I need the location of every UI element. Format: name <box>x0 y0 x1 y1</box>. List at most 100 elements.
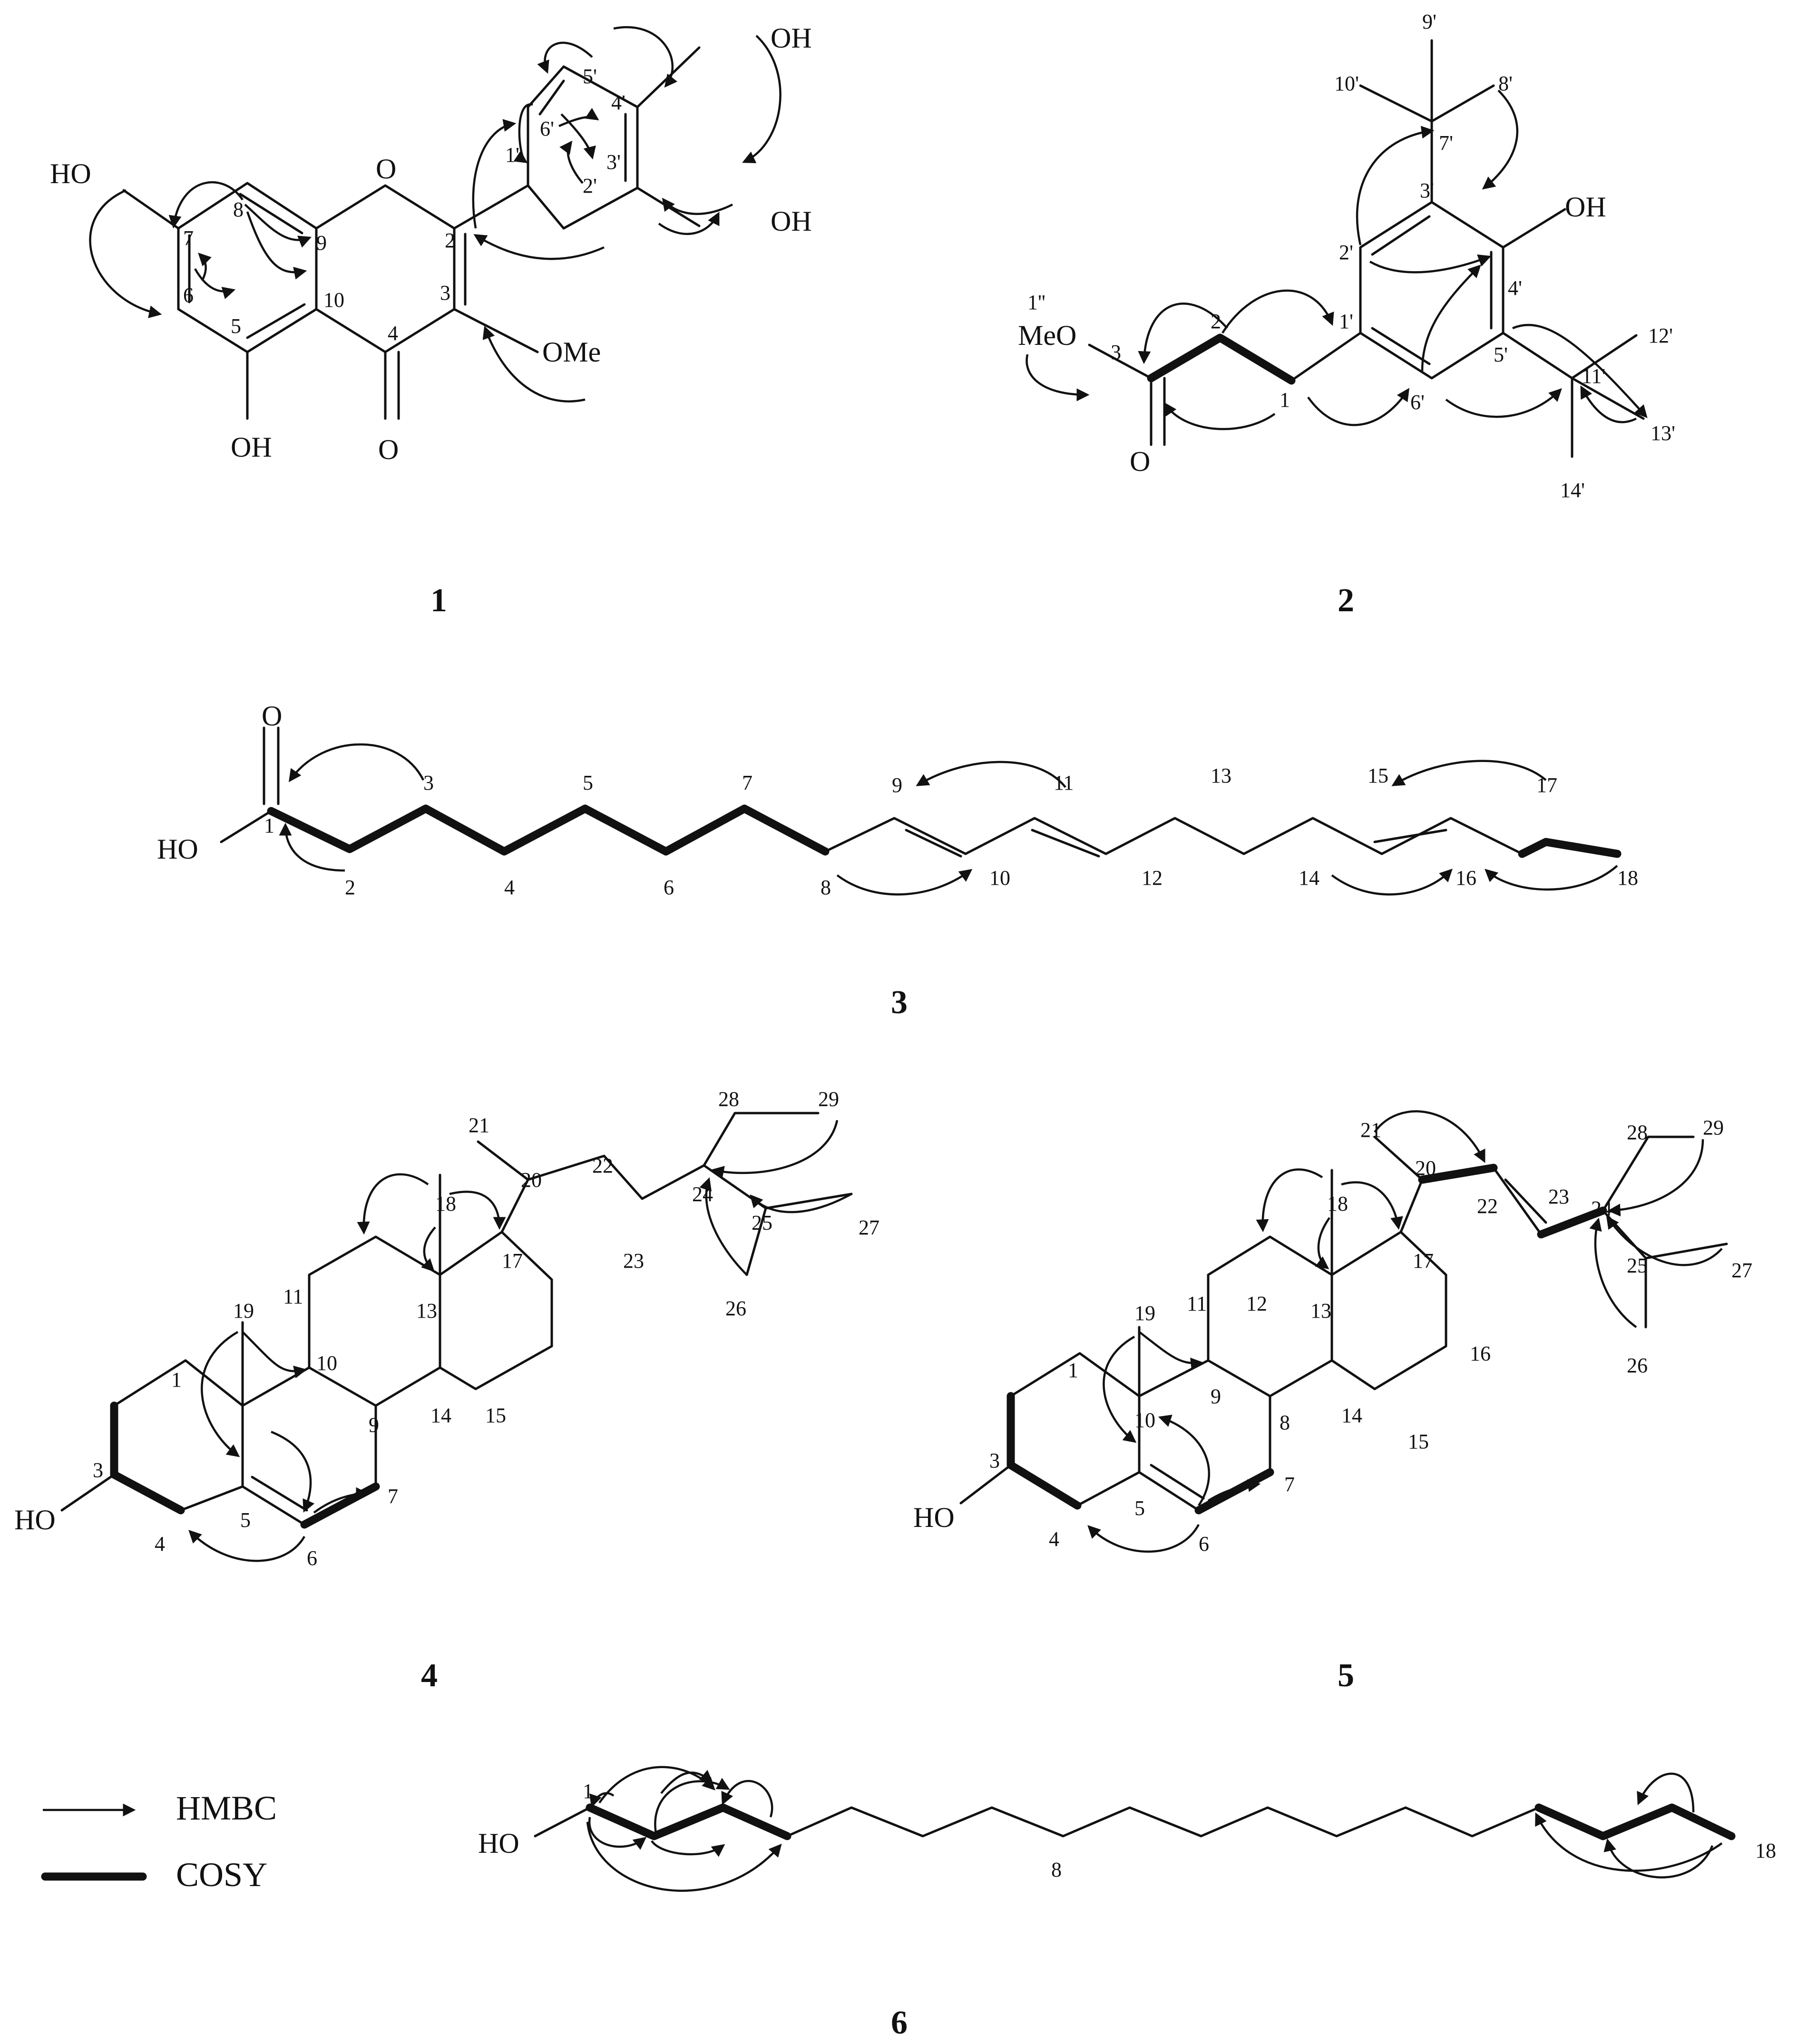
atom-label: 5' <box>583 65 597 88</box>
atom-label: 3 <box>423 771 434 794</box>
legend-hmbc-label: HMBC <box>176 1789 277 1827</box>
compound-5-atom-labels: 1 3 4 5 6 7 8 9 10 11 12 13 14 15 16 17 … <box>989 1116 1752 1555</box>
atom-label: 20 <box>521 1168 542 1192</box>
atom-label: 11' <box>1582 364 1605 388</box>
atom-label: 14 <box>1299 866 1319 890</box>
compound-1: HO OH OH OH OMe O O 1' 2 2' 3 3' 4 4' 5 … <box>50 22 812 619</box>
atom-label: 18 <box>1327 1192 1348 1215</box>
atom-label: 18 <box>435 1192 456 1215</box>
atom-label: 1' <box>505 143 519 166</box>
compound-1-hmbc-arrows <box>89 26 782 402</box>
atom-label: 13 <box>1310 1299 1331 1322</box>
atom-label: 23 <box>1548 1185 1569 1208</box>
atom-label: 6 <box>307 1546 317 1570</box>
atom-label: 1 <box>264 814 274 837</box>
atom-label: 10 <box>1134 1408 1155 1432</box>
substituent-oh: OH <box>231 431 272 463</box>
atom-label: 13 <box>416 1299 437 1322</box>
atom-label: 4 <box>504 876 515 899</box>
atom-label: 18 <box>1755 1839 1776 1862</box>
substituent-carbonyl-o: O <box>262 700 282 732</box>
atom-label: 11 <box>1054 771 1074 794</box>
compound-2-substituents: MeO OH O <box>1018 191 1606 477</box>
substituent-carbonyl-o: O <box>378 434 399 465</box>
atom-label: 7 <box>183 226 194 250</box>
compound-6: HO 1 8 18 6 <box>478 1766 1776 2041</box>
compound-number: 2 <box>1338 582 1354 619</box>
compound-5-substituents: HO <box>913 1502 955 1533</box>
substituent-ome: OMe <box>542 336 601 368</box>
substituent-ho: HO <box>14 1504 56 1535</box>
atom-label: 3' <box>606 150 621 174</box>
compound-3-atom-labels: 1 2 3 4 5 6 7 8 9 10 11 12 13 14 15 16 1… <box>264 764 1638 899</box>
compound-number: 5 <box>1338 1657 1354 1694</box>
atom-label: 5' <box>1494 343 1508 366</box>
atom-label: 24 <box>692 1183 713 1206</box>
atom-label: 27 <box>859 1216 879 1239</box>
atom-label: 8 <box>1051 1858 1062 1881</box>
atom-label: 26 <box>1627 1354 1648 1377</box>
compound-1-substituents: HO OH OH OH OMe O O <box>50 22 812 465</box>
atom-label: 13 <box>1211 764 1231 787</box>
compound-5-cosy-ring-a <box>1006 1392 1082 1510</box>
compound-2: MeO OH O 1'' 1 1' 2 2' 3 3' 4' 5' 6' 7' … <box>1018 10 1675 619</box>
compound-4-hmbc-arrows <box>188 1120 852 1562</box>
compound-4-skeleton <box>60 1112 853 1526</box>
compound-5-cosy-ring-b <box>1194 1468 1274 1515</box>
compound-2-skeleton <box>1088 39 1645 458</box>
atom-label: 5 <box>231 314 241 338</box>
atom-label: 9 <box>316 231 327 254</box>
atom-label: 24 <box>1591 1197 1612 1220</box>
compound-2-hmbc-arrows <box>1026 89 1648 430</box>
atom-label: 10 <box>316 1351 337 1375</box>
atom-label: 7' <box>1439 131 1453 155</box>
atom-label: 19 <box>1134 1301 1155 1325</box>
atom-label: 6 <box>664 876 674 899</box>
compound-number: 3 <box>891 984 908 1021</box>
atom-label: 17 <box>1413 1249 1434 1272</box>
atom-label: 1 <box>1280 388 1290 411</box>
substituent-ho: HO <box>478 1828 519 1859</box>
substituent-ho: HO <box>157 833 198 865</box>
legend: HMBC COSY <box>41 1789 277 1894</box>
atom-label: 3 <box>93 1458 103 1482</box>
compound-6-cosy-head <box>586 1803 792 1840</box>
atom-label: 4' <box>1508 276 1522 300</box>
atom-label: 21 <box>1360 1118 1381 1142</box>
atom-label: 19 <box>233 1299 254 1322</box>
compound-5-skeleton <box>959 1135 1728 1512</box>
compound-3-cosy-chain <box>267 804 830 856</box>
atom-label: 2 <box>345 876 355 899</box>
compound-4: HO 1 3 4 5 6 7 9 10 11 13 14 15 17 18 19… <box>14 1087 879 1694</box>
atom-label: 8 <box>821 876 831 899</box>
atom-label: 3 <box>1111 341 1121 364</box>
atom-label: 22 <box>1477 1194 1498 1218</box>
atom-label: 10 <box>323 288 344 312</box>
atom-label: 1'' <box>1027 291 1046 314</box>
compound-2-cosy-bond <box>1147 333 1296 385</box>
atom-label: 11 <box>283 1285 303 1308</box>
compound-6-cosy-tail <box>1534 1803 1736 1840</box>
atom-label: 5 <box>583 771 593 794</box>
atom-label: 6' <box>1410 391 1425 414</box>
atom-label: 16 <box>1470 1342 1491 1365</box>
atom-label: 9 <box>369 1413 379 1437</box>
atom-label: 5 <box>1134 1496 1145 1520</box>
compound-4-atom-labels: 1 3 4 5 6 7 9 10 11 13 14 15 17 18 19 20… <box>93 1087 879 1570</box>
atom-label: 1 <box>583 1780 593 1803</box>
atom-label: 1 <box>171 1368 182 1391</box>
atom-label: 12 <box>1246 1292 1267 1315</box>
atom-label: 7 <box>388 1485 398 1508</box>
compound-3-skeleton <box>220 726 1524 858</box>
compound-number: 6 <box>891 2005 908 2041</box>
atom-label: 9' <box>1422 10 1436 33</box>
compound-5-hmbc-arrows <box>1087 1110 1723 1553</box>
atom-label: 4' <box>611 91 625 114</box>
atom-label: 25 <box>752 1211 772 1234</box>
compound-5-cosy-side-chain <box>1537 1206 1607 1239</box>
substituent-oh: OH <box>1565 191 1606 223</box>
atom-label: 4 <box>388 322 398 345</box>
atom-label: 4 <box>1049 1527 1059 1551</box>
legend-hmbc: HMBC <box>43 1789 277 1827</box>
compound-5-cosy-side-chain <box>1418 1164 1498 1184</box>
